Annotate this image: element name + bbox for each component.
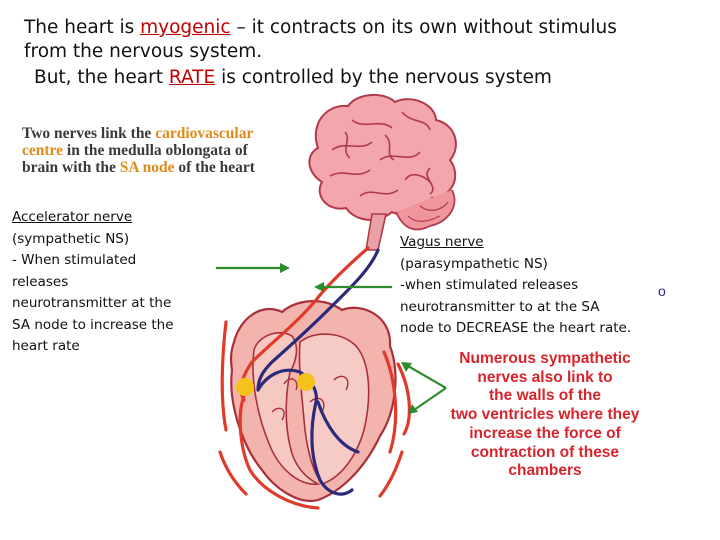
- myogenic-term: myogenic: [140, 17, 231, 38]
- centre-term: centre: [22, 142, 64, 159]
- accelerator-line: heart rate: [12, 338, 80, 354]
- slide-heading: The heart is myogenic – it contracts on …: [24, 16, 704, 90]
- note-line: chambers: [508, 462, 582, 480]
- accelerator-nerve-description: Accelerator nerve (sympathetic NS) - Whe…: [12, 207, 212, 358]
- caption-text: of the heart: [174, 159, 255, 176]
- ventricle-arrow-lower: [413, 387, 447, 411]
- caption-line-3: brain with the SA node of the heart: [22, 159, 312, 176]
- accelerator-line: (sympathetic NS): [12, 230, 130, 247]
- accelerator-line: - When stimulated: [12, 252, 137, 268]
- rate-term: RATE: [168, 67, 216, 88]
- ventricle-arrow-upper: [407, 365, 447, 389]
- pointer-arrows: [216, 263, 447, 414]
- parasympathetic-nerves: [256, 248, 380, 496]
- sa-node-term: SA node: [119, 159, 175, 176]
- sa-node: [236, 378, 254, 396]
- accelerator-line: SA node to increase the: [12, 316, 174, 333]
- vagus-line: neurotransmitter to at the SA: [400, 298, 600, 315]
- note-line: contraction of these: [470, 443, 620, 461]
- caption-line-1: Two nerves link the cardiovascular: [22, 125, 312, 142]
- note-line: nerves also link to: [477, 368, 613, 386]
- caption-text: in the medulla oblongata of: [63, 142, 248, 159]
- vagus-nerve-title: Vagus nerve: [400, 234, 484, 250]
- av-node: [297, 373, 315, 391]
- caption-text: Two nerves link the: [22, 125, 156, 142]
- brain-illustration: [308, 94, 457, 251]
- accelerator-line: neurotransmitter at the: [12, 295, 172, 311]
- note-line: the walls of the: [489, 387, 601, 405]
- heading-text: The heart is: [24, 17, 141, 38]
- heading-text: – it contracts on its own without stimul…: [230, 17, 617, 38]
- note-line: Numerous sympathetic: [459, 350, 631, 367]
- vagus-line: node to DECREASE the heart rate.: [400, 320, 632, 336]
- note-line: increase the force of: [469, 424, 621, 442]
- note-line: two ventricles where they: [450, 406, 640, 424]
- vagus-line: (parasympathetic NS): [400, 255, 548, 272]
- cardiovascular-term: cardiovascular: [155, 125, 254, 142]
- stray-mark: o: [658, 283, 666, 299]
- heading-text: is controlled by the nervous system: [215, 67, 552, 88]
- accelerator-nerve-title: Accelerator nerve: [12, 209, 133, 225]
- heart-illustration: [229, 300, 397, 503]
- caption-text: brain with the: [22, 159, 120, 176]
- accelerator-line: releases: [12, 273, 69, 290]
- sympathetic-ventricle-note: Numerous sympathetic nerves also link to…: [420, 350, 670, 481]
- vagus-nerve-description: Vagus nerve (parasympathetic NS) -when s…: [400, 232, 690, 340]
- vagus-nerve-line: [256, 248, 380, 392]
- two-nerves-caption: Two nerves link the cardiovascular centr…: [22, 125, 312, 176]
- vagus-line: -when stimulated releases: [400, 277, 579, 293]
- heading-line-1: The heart is myogenic – it contracts on …: [24, 16, 704, 40]
- heading-line-2: from the nervous system.: [24, 41, 263, 62]
- heading-line-3: But, the heart RATE is controlled by the…: [24, 66, 704, 90]
- caption-line-2: centre in the medulla oblongata of: [22, 142, 312, 159]
- heading-text: But, the heart: [34, 67, 169, 88]
